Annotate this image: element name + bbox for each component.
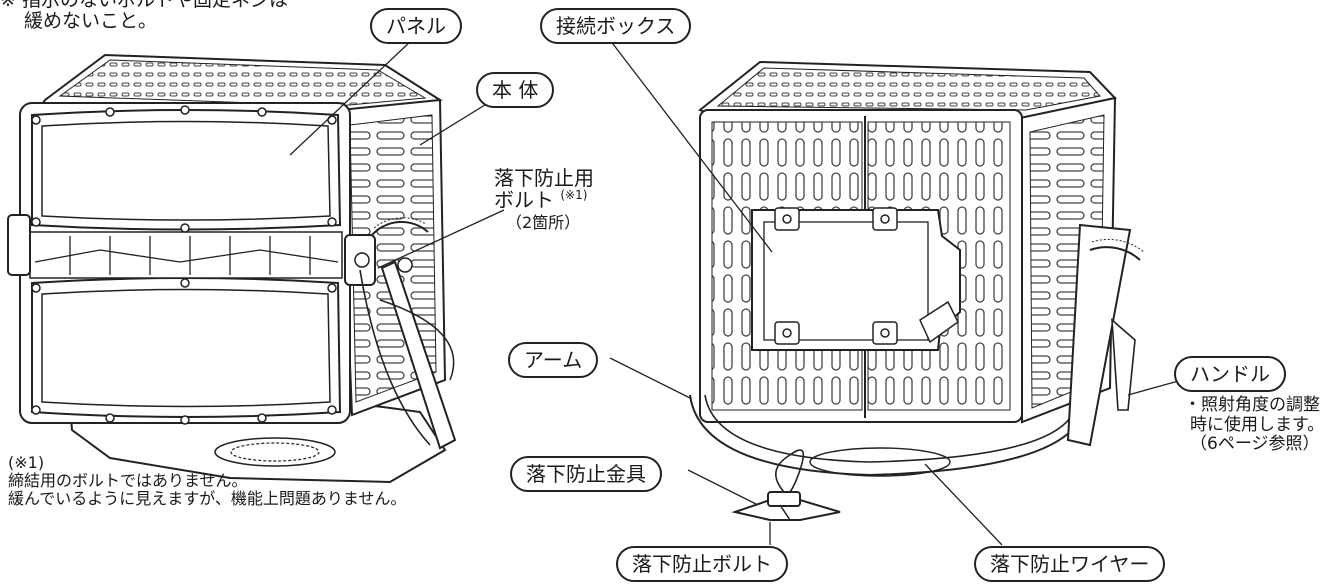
handle-note: ・照射角度の調整 時に使用します。 （6ページ参照） xyxy=(1184,395,1325,455)
label-body: 本 体 xyxy=(476,72,555,108)
footnote-line1: 締結用のボルトではありません。 xyxy=(8,470,248,490)
footnote-mark: (※1) xyxy=(8,453,45,472)
label-arm: アーム xyxy=(508,342,599,378)
bolt-callout-line1: 落下防止用 xyxy=(494,166,594,190)
leader-lines xyxy=(289,39,1183,546)
label-fall-wire: 落下防止ワイヤー xyxy=(974,546,1166,582)
footnote-line2: 緩んでいるように見えますが、機能上問題ありません。 xyxy=(8,488,407,508)
footnote: (※1) 締結用のボルトではありません。 緩んでいるように見えますが、機能上問題… xyxy=(8,454,406,508)
left-unit-front-view xyxy=(7,53,457,484)
handle-note-line3: （6ページ参照） xyxy=(1190,434,1320,455)
warning-note-line2: 緩めないこと。 xyxy=(24,10,158,33)
handle-note-line2: 時に使用します。 xyxy=(1190,414,1325,435)
bolt-callout-mark: (※1) xyxy=(560,188,588,203)
label-panel: パネル xyxy=(370,8,462,44)
warning-note-line1: ※ 指示のないボルトや固定ネジは xyxy=(0,0,288,11)
label-fall-bolt: 落下防止ボルト xyxy=(616,546,788,582)
label-handle: ハンドル xyxy=(1174,356,1286,392)
label-junction-box: 接続ボックス xyxy=(540,8,692,44)
bolt-callout-count: （2箇所） xyxy=(506,212,581,232)
label-fall-bracket: 落下防止金具 xyxy=(510,456,662,492)
right-unit-rear-view xyxy=(689,60,1145,521)
fall-prevention-bolt-callout: 落下防止用 ボルト (※1) （2箇所） xyxy=(494,167,594,232)
warning-note: ※ 指示のないボルトや固定ネジは 緩めないこと。 xyxy=(0,0,288,33)
bolt-callout-line2: ボルト xyxy=(494,188,554,213)
handle-note-line1: ・照射角度の調整 xyxy=(1184,395,1320,415)
